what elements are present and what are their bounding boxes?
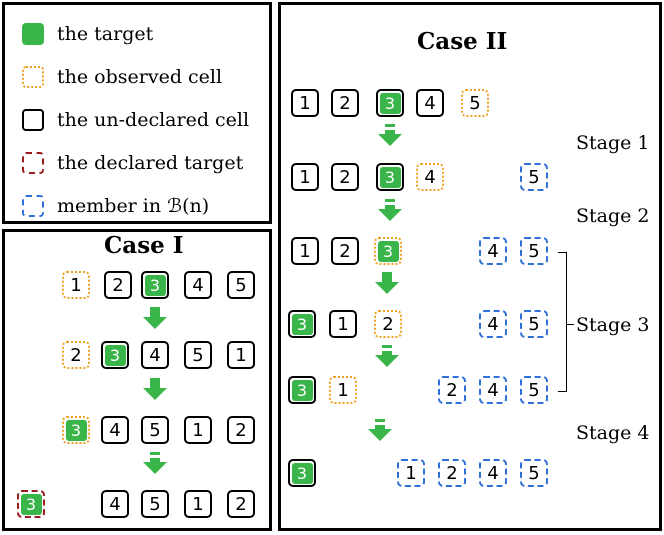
target-marker: 3: [104, 344, 126, 366]
case2-row6-cell5: 5: [520, 459, 548, 487]
case1-row4-cell3: 5: [141, 490, 169, 518]
case2-row6-cell3: 2: [438, 459, 466, 487]
case1-row1-cell5: 5: [227, 271, 255, 299]
case2-row2-cell3-target: 3: [376, 163, 404, 191]
stage2-label: Stage 2: [576, 205, 650, 227]
case2-row1-cell2: 2: [331, 89, 359, 117]
case2-row4-cell5: 5: [520, 310, 548, 338]
target-marker: 3: [291, 379, 313, 401]
legend-declared-label: the declared target: [57, 152, 244, 174]
target-marker: 3: [379, 166, 401, 188]
case2-row1-cell1: 1: [291, 89, 319, 117]
case1-row3-cell4: 1: [184, 416, 212, 444]
case2-row3-cell4: 4: [479, 237, 507, 265]
legend-member-swatch: [22, 195, 44, 217]
target-marker: 3: [379, 92, 401, 114]
case1-row1-cell3-target: 3: [141, 271, 169, 299]
case2-row5-cell4: 4: [479, 376, 507, 404]
legend-observed-label: the observed cell: [57, 66, 223, 88]
legend-panel: the target the observed cell the un-decl…: [2, 2, 272, 224]
case2-panel: [278, 2, 662, 531]
target-marker: 3: [291, 313, 313, 335]
target-marker: 3: [65, 419, 87, 441]
stage4-label: Stage 4: [576, 422, 650, 444]
case2-row2-cell4: 4: [416, 163, 444, 191]
case1-row1-cell4: 4: [184, 271, 212, 299]
legend-member-label: member in ℬ(n): [57, 195, 210, 217]
case1-row2-cell2-target: 3: [101, 341, 129, 369]
target-marker: 3: [144, 274, 166, 296]
legend-target-label: the target: [57, 23, 154, 45]
legend-observed-swatch: [22, 66, 44, 88]
case1-row1-cell2: 2: [104, 271, 132, 299]
case2-row2-cell2: 2: [331, 163, 359, 191]
case2-row3-cell2: 2: [331, 237, 359, 265]
case1-title: Case I: [104, 232, 184, 259]
case2-row1-cell5: 5: [461, 89, 489, 117]
case1-row3-cell5: 2: [227, 416, 255, 444]
case2-row5-cell3: 2: [438, 376, 466, 404]
case2-row1-cell3-target: 3: [376, 89, 404, 117]
case1-row3-cell1-observed-target: 3: [62, 416, 90, 444]
case2-row2-cell5: 5: [520, 163, 548, 191]
legend-undeclared-label: the un-declared cell: [57, 109, 250, 131]
case1-row3-cell2: 4: [101, 416, 129, 444]
stage1-label: Stage 1: [576, 132, 650, 154]
legend-target-swatch: [22, 23, 44, 45]
case1-row4-declared-target: 3: [17, 490, 45, 518]
case1-row2-cell3: 4: [141, 341, 169, 369]
case2-row3-cell3-observed-target: 3: [374, 237, 402, 265]
case2-title: Case II: [417, 28, 508, 55]
case2-row6-cell2: 1: [397, 459, 425, 487]
case1-row2-cell5: 1: [227, 341, 255, 369]
case2-row5-cell5: 5: [520, 376, 548, 404]
target-marker: 3: [291, 462, 313, 484]
stage3-bracket-tick: [566, 324, 574, 325]
case2-row4-cell4: 4: [479, 310, 507, 338]
legend-undeclared-swatch: [22, 109, 44, 131]
case1-row4-cell5: 2: [227, 490, 255, 518]
case2-row6-cell1-target: 3: [288, 459, 316, 487]
case2-row4-cell2: 1: [329, 310, 357, 338]
case2-row5-cell1-target: 3: [288, 376, 316, 404]
case1-row2-cell4: 5: [184, 341, 212, 369]
case2-row2-cell1: 1: [291, 163, 319, 191]
case1-row3-cell3: 5: [141, 416, 169, 444]
target-marker: 3: [20, 493, 42, 515]
case2-row6-cell4: 4: [479, 459, 507, 487]
target-marker: 3: [377, 240, 399, 262]
case1-row4-cell2: 4: [101, 490, 129, 518]
case2-row3-cell1: 1: [291, 237, 319, 265]
case2-row4-cell3: 2: [374, 310, 402, 338]
case2-row3-cell5: 5: [520, 237, 548, 265]
case1-row4-cell4: 1: [184, 490, 212, 518]
stage3-bracket: [558, 252, 567, 392]
case1-row2-cell1: 2: [62, 341, 90, 369]
case1-row1-cell1: 1: [62, 271, 90, 299]
case2-row1-cell4: 4: [416, 89, 444, 117]
case2-row4-cell1-target: 3: [288, 310, 316, 338]
case2-row5-cell2: 1: [329, 376, 357, 404]
stage3-label: Stage 3: [576, 314, 650, 336]
legend-declared-swatch: [22, 152, 44, 174]
